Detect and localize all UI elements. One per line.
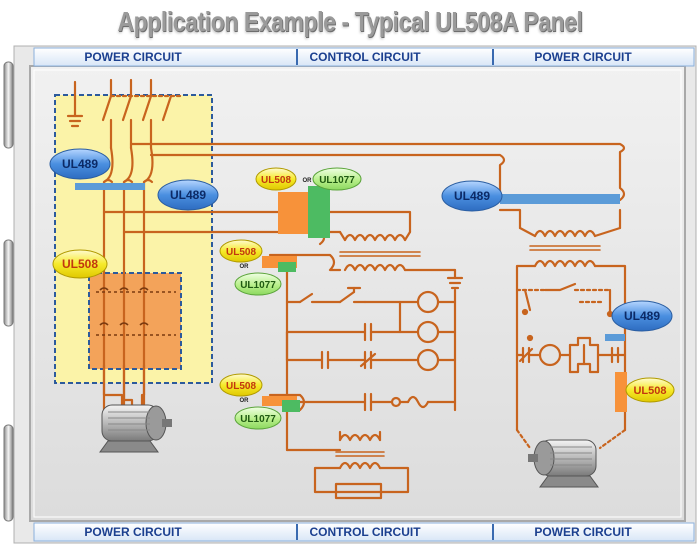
svg-text:UL508: UL508: [226, 247, 256, 258]
or-label-bottom: OR: [240, 398, 250, 404]
svg-text:UL1077: UL1077: [240, 280, 276, 291]
svg-text:UL508: UL508: [226, 381, 256, 392]
header-power-circuit-right: POWER CIRCUIT: [534, 50, 632, 64]
motor-right: [528, 439, 599, 488]
footer-control-circuit: CONTROL CIRCUIT: [309, 525, 421, 539]
svg-text:UL489: UL489: [170, 188, 206, 202]
header-control-circuit: CONTROL CIRCUIT: [309, 50, 421, 64]
svg-text:UL489: UL489: [454, 189, 490, 203]
or-label-top: OR: [303, 178, 313, 184]
svg-text:UL489: UL489: [624, 309, 660, 323]
badge-ul1077-control-top: UL1077: [312, 167, 362, 191]
badge-ul508-left: UL508: [52, 249, 108, 279]
contactor-symbols: [96, 287, 176, 336]
door-hinges: [3, 61, 14, 522]
svg-text:UL1077: UL1077: [240, 414, 276, 425]
badge-ul508-control-top: UL508: [255, 167, 297, 191]
svg-text:UL1077: UL1077: [319, 175, 355, 186]
highlight-bars: [75, 183, 627, 412]
badge-ul489-right-top: UL489: [441, 180, 503, 212]
badge-ul508-right: UL508: [625, 377, 675, 403]
badge-ul489-left: UL489: [157, 179, 219, 211]
header-power-circuit-left: POWER CIRCUIT: [84, 50, 182, 64]
svg-text:UL508: UL508: [261, 175, 291, 186]
badge-ul1077-control-bottom: UL1077: [234, 406, 282, 430]
badge-ul1077-control-mid: UL1077: [234, 272, 282, 296]
or-label-mid: OR: [240, 264, 250, 270]
svg-text:UL508: UL508: [62, 257, 98, 271]
footer-power-circuit-left: POWER CIRCUIT: [84, 525, 182, 539]
page-title: Application Example - Typical UL508A Pan…: [117, 6, 583, 37]
badge-ul508-control-mid: UL508: [219, 239, 263, 263]
footer-bar: POWER CIRCUIT CONTROL CIRCUIT POWER CIRC…: [33, 522, 695, 542]
badge-ul489-right: UL489: [611, 300, 673, 332]
footer-power-circuit-right: POWER CIRCUIT: [534, 525, 632, 539]
badge-ul489-top-left: UL489: [49, 148, 111, 180]
svg-text:UL489: UL489: [62, 157, 98, 171]
header-bar: POWER CIRCUIT CONTROL CIRCUIT POWER CIRC…: [33, 47, 695, 67]
motor-left: [99, 404, 172, 453]
svg-text:UL508: UL508: [633, 385, 666, 397]
badge-ul508-control-bottom: UL508: [219, 373, 263, 397]
